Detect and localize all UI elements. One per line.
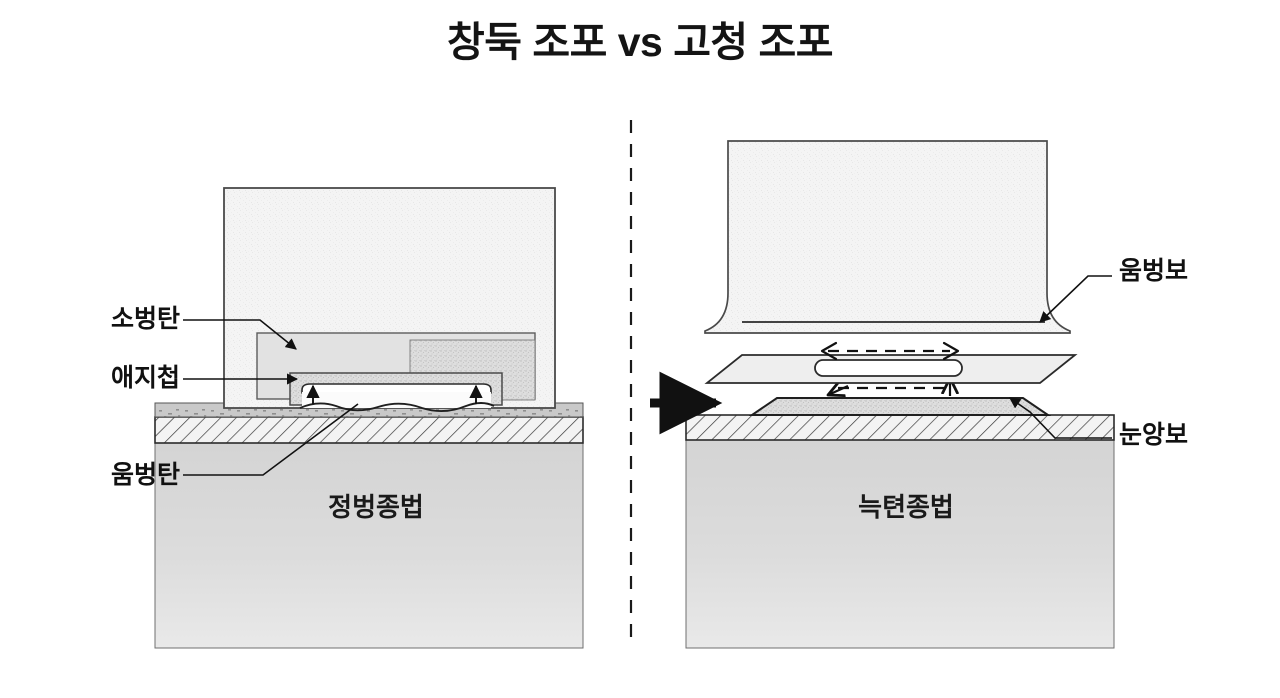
dashed-double-arrow-upper bbox=[820, 341, 960, 361]
substrate-block bbox=[154, 442, 584, 649]
substrate-block bbox=[685, 439, 1115, 649]
page-title: 창둑 조포 vs 고청 조포 bbox=[447, 19, 833, 65]
hatched-layer bbox=[154, 416, 584, 444]
left-panel-group bbox=[154, 187, 584, 649]
hatched-layer bbox=[685, 414, 1115, 441]
rounded-cavity bbox=[301, 383, 492, 408]
label-umbeongtan: 움벙탄 bbox=[110, 461, 180, 489]
wavy-interface bbox=[299, 402, 495, 412]
speckled-slab bbox=[748, 397, 1052, 416]
caption-left-method: 정벙종법 bbox=[328, 492, 424, 522]
caption-right-method: 늑텬종법 bbox=[858, 492, 954, 522]
leader-umbeongtan bbox=[183, 403, 359, 476]
right-panel-group bbox=[650, 140, 1115, 649]
leader-nunangbo bbox=[1009, 397, 1112, 439]
leader-sobeongtan bbox=[183, 319, 297, 350]
label-umbeongbo: 움벙보 bbox=[1119, 257, 1189, 285]
label-aejicheop: 애지첩 bbox=[110, 364, 180, 392]
curved-top-sheet bbox=[704, 140, 1071, 334]
leader-umbeongbo bbox=[1039, 275, 1112, 323]
rounded-outline bbox=[814, 359, 963, 377]
label-sobeongtan: 소벙탄 bbox=[110, 305, 180, 333]
label-nunangbo: 눈앙보 bbox=[1119, 421, 1189, 449]
